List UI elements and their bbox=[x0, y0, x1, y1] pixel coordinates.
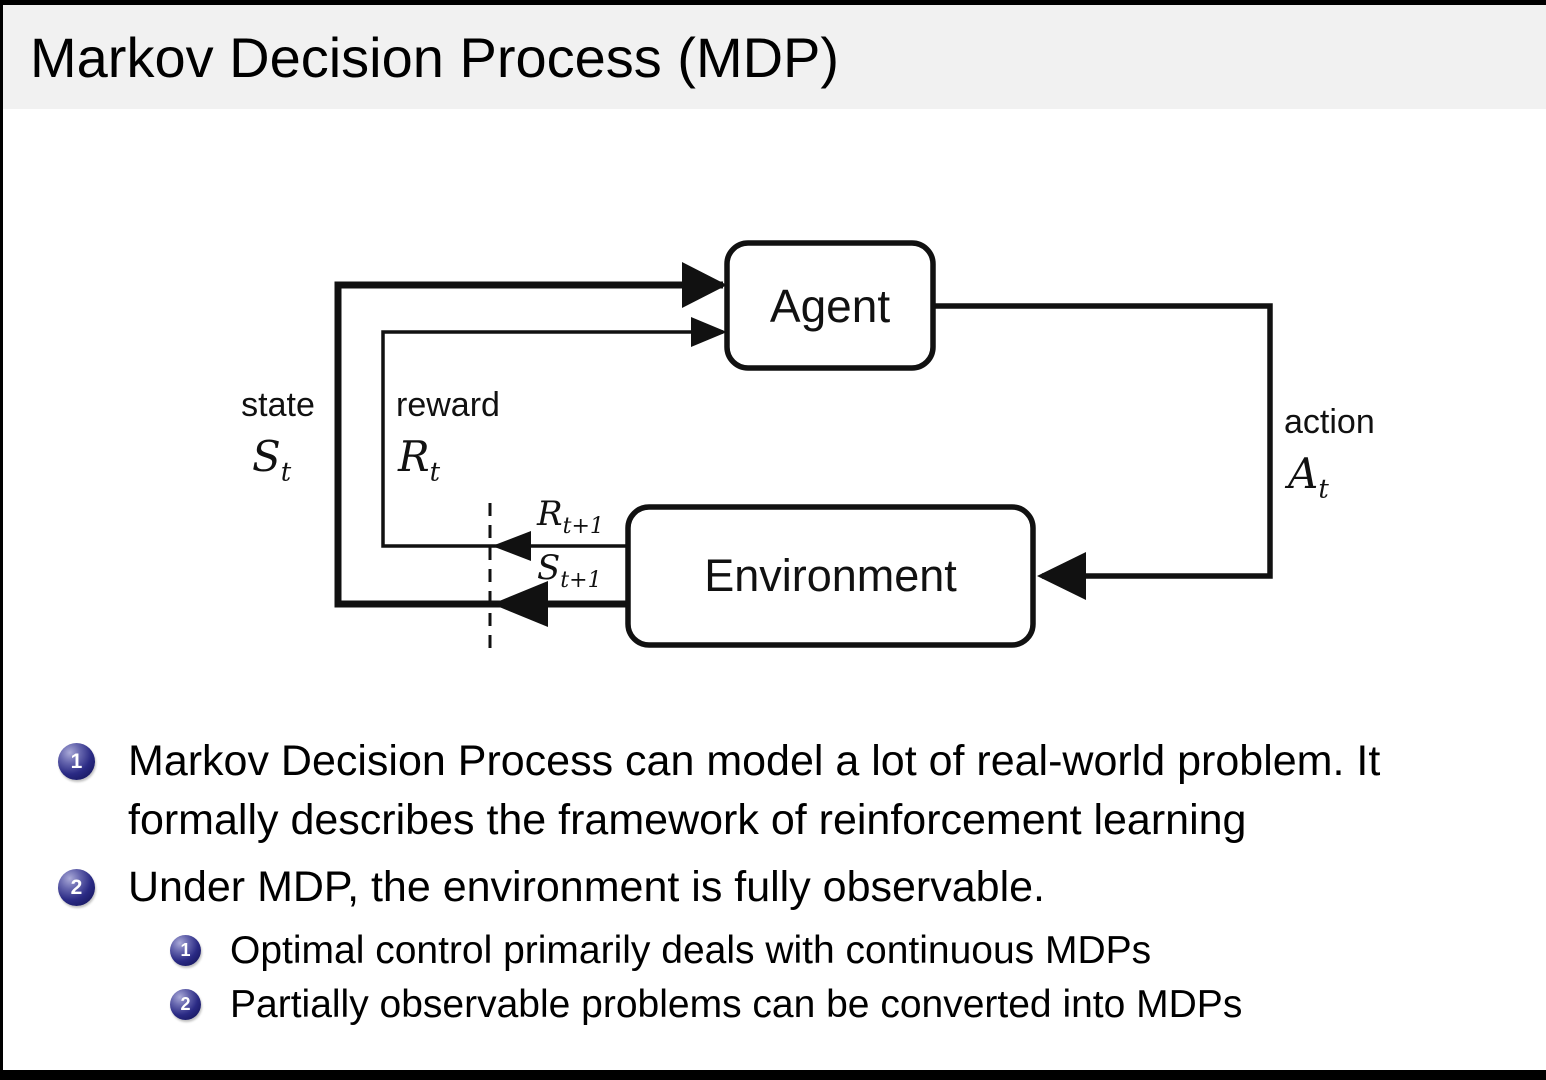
state-loop-line bbox=[334, 281, 723, 608]
sub-bullet-1-text: Optimal control primarily deals with con… bbox=[230, 929, 1152, 972]
enumeration-ball-1: 1 bbox=[58, 743, 95, 780]
list-item: 2 Under MDP, the environment is fully ob… bbox=[58, 858, 1516, 917]
bullet-1-text: Markov Decision Process can model a lot … bbox=[128, 737, 1381, 844]
state-label: state bbox=[241, 386, 315, 424]
list-item: 2 Partially observable problems can be c… bbox=[170, 979, 1516, 1031]
state-arrowhead-into-agent bbox=[682, 262, 727, 308]
sub-enumeration-ball-2: 2 bbox=[170, 989, 201, 1020]
state-symbol: St bbox=[252, 432, 292, 488]
environment-box-label: Environment bbox=[628, 507, 1033, 645]
agent-box bbox=[724, 240, 936, 371]
reward-symbol: Rt bbox=[398, 432, 441, 488]
bullet-2-text: Under MDP, the environment is fully obse… bbox=[128, 863, 1045, 911]
action-label: action bbox=[1284, 403, 1375, 441]
environment-label-text: Environment bbox=[704, 550, 957, 601]
enumeration-ball-2: 2 bbox=[58, 869, 95, 906]
next-reward-arrowhead bbox=[492, 531, 531, 561]
slide-border-top bbox=[0, 0, 1546, 5]
next-state-arrowhead bbox=[492, 581, 548, 627]
agent-label-text: Agent bbox=[769, 279, 891, 332]
action-symbol: At bbox=[1288, 449, 1329, 505]
agent-box-label: Agent bbox=[727, 243, 933, 368]
list-item: 1 Optimal control primarily deals with c… bbox=[170, 925, 1516, 977]
next-reward-symbol: Rt+1 bbox=[537, 494, 604, 539]
reward-label: reward bbox=[396, 386, 500, 424]
page-title: Markov Decision Process (MDP) bbox=[30, 25, 840, 89]
title-bar: Markov Decision Process (MDP) bbox=[3, 5, 1546, 109]
sub-bullet-list: 1 Optimal control primarily deals with c… bbox=[170, 925, 1516, 1031]
environment-box bbox=[625, 504, 1036, 648]
slide-border-left bbox=[0, 0, 3, 1080]
list-item: 1 Markov Decision Process can model a lo… bbox=[58, 732, 1516, 850]
reward-arrowhead-into-agent bbox=[691, 317, 727, 347]
next-state-symbol: St+1 bbox=[537, 548, 602, 593]
sub-enumeration-ball-1: 1 bbox=[170, 935, 201, 966]
sub-bullet-2-text: Partially observable problems can be con… bbox=[230, 983, 1243, 1026]
action-arrowhead-into-environment bbox=[1037, 552, 1086, 600]
bullet-list: 1 Markov Decision Process can model a lo… bbox=[58, 732, 1516, 1033]
slide-border-bottom bbox=[0, 1070, 1546, 1080]
action-loop-line bbox=[933, 303, 1273, 579]
